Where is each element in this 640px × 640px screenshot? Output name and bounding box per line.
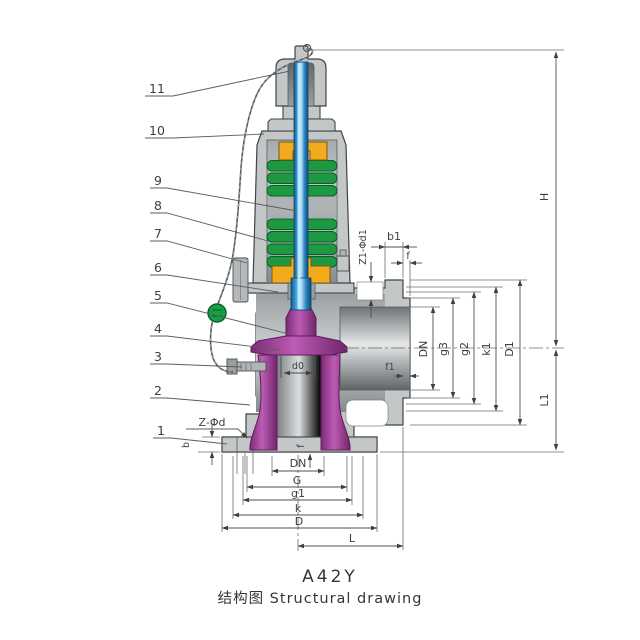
dim-g1: g1 <box>291 487 305 500</box>
seal-wire-braid <box>210 48 313 373</box>
nozzle-right <box>320 354 351 451</box>
dim-DN-bottom: DN <box>290 457 307 470</box>
dim-DN-right: DN <box>417 341 430 358</box>
part-callouts: 11 10 9 8 7 6 5 4 3 2 1 <box>145 70 298 445</box>
dim-f-inlet: f <box>296 444 307 448</box>
dimension-lines <box>186 49 564 552</box>
callout-7: 7 <box>154 226 162 241</box>
callout-4: 4 <box>154 321 162 336</box>
inlet-nozzle-bore <box>276 352 322 453</box>
callout-3: 3 <box>154 349 162 364</box>
callout-11: 11 <box>149 81 165 96</box>
callout-5: 5 <box>154 288 162 303</box>
dim-D1: D1 <box>503 341 516 356</box>
bonnet-lug <box>336 255 350 272</box>
callout-9: 9 <box>154 173 162 188</box>
dim-Z-d: Z-Φd <box>199 416 226 429</box>
callout-1: 1 <box>157 423 165 438</box>
dim-b: b <box>181 442 192 448</box>
valve-stem-lower <box>290 277 312 311</box>
valve-assembly <box>207 43 411 453</box>
valve-disc-holder <box>285 305 317 337</box>
valve-stem <box>293 61 309 281</box>
dimension-labels: H L1 DN g3 g2 k1 D1 Z1-Φd1 b1 f f1 d0 DN… <box>181 193 551 545</box>
outlet-bore <box>339 306 411 391</box>
dim-G: G <box>293 474 302 487</box>
dim-g3: g3 <box>437 342 450 356</box>
callout-10: 10 <box>149 123 165 138</box>
dim-L: L <box>349 532 356 545</box>
dim-d0: d0 <box>292 361 304 372</box>
outlet-flange-bolt-hole <box>356 281 384 301</box>
body-void <box>345 399 389 427</box>
dim-L1: L1 <box>538 393 551 406</box>
dim-D: D <box>295 515 303 528</box>
dim-k: k <box>295 502 302 515</box>
callout-2: 2 <box>154 383 162 398</box>
wire-loop <box>302 43 312 53</box>
nozzle-left <box>249 354 278 451</box>
model-title: A42Y <box>302 567 358 587</box>
dim-b1: b1 <box>387 230 401 243</box>
callout-6: 6 <box>154 260 162 275</box>
dim-Z1-d1: Z1-Φd1 <box>358 229 369 265</box>
drawing-caption: 结构图 Structural drawing <box>218 590 423 607</box>
dim-k1: k1 <box>480 342 493 355</box>
dim-f1: f1 <box>385 362 394 373</box>
lead-seal-ball <box>207 303 227 323</box>
dim-g2: g2 <box>458 342 471 356</box>
dim-H: H <box>538 193 551 201</box>
bonnet-lug-nub <box>339 249 347 257</box>
dim-f: f <box>406 251 410 262</box>
stem-highlight <box>297 63 301 309</box>
callout-8: 8 <box>154 198 162 213</box>
